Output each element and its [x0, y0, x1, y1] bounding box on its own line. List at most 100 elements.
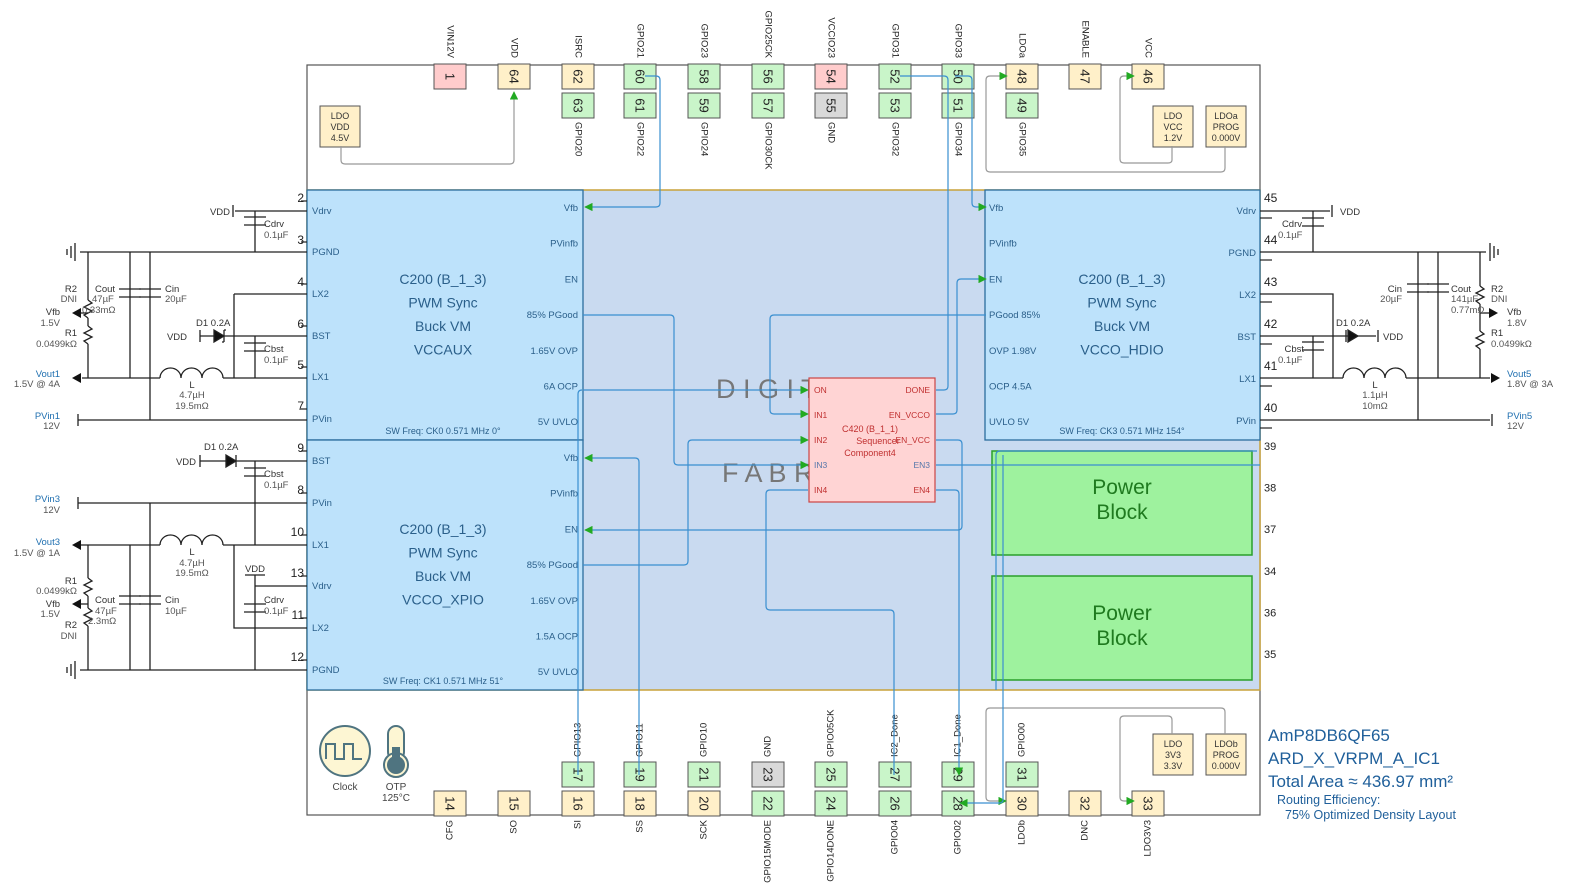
pin-label: GPIO32 — [890, 122, 901, 156]
pin-55[interactable]: 55 — [814, 92, 848, 119]
buck-title-line: Buck VM — [415, 568, 471, 584]
component-label: Cout — [95, 595, 115, 606]
sequencer-title-line: Sequencer — [856, 436, 900, 446]
buck-pin-label: 1.65V OVP — [530, 596, 578, 607]
pin-33[interactable]: 33 — [1131, 790, 1165, 817]
pin-56[interactable]: 56 — [751, 63, 785, 90]
component-label: 10mΩ — [1362, 401, 1388, 412]
pin-number: 4 — [297, 275, 304, 289]
pin-51[interactable]: 51 — [941, 92, 975, 119]
pin-number: 18 — [633, 796, 648, 810]
pin-19[interactable]: 19 — [623, 761, 657, 788]
pin-number: 13 — [291, 566, 305, 580]
pin-30[interactable]: 30 — [1005, 790, 1039, 817]
pin-label: DNC — [1080, 820, 1091, 841]
pin-25[interactable]: 25 — [814, 761, 848, 788]
otp-temperature: 125°C — [382, 793, 410, 804]
pin-63[interactable]: 63 — [561, 92, 595, 119]
buck-pin-label: PVinfb — [550, 489, 578, 500]
pin-32[interactable]: 32 — [1068, 790, 1102, 817]
pin-number: 24 — [824, 796, 839, 810]
component-label: D1 0.2A — [196, 318, 231, 329]
pin-27[interactable]: 27 — [878, 761, 912, 788]
pin-1[interactable]: 1 — [433, 63, 467, 90]
component-label: Cdrv — [1282, 219, 1302, 230]
buck-title-line: VCCAUX — [414, 342, 473, 358]
pin-14[interactable]: 14 — [433, 790, 467, 817]
pin-53[interactable]: 53 — [878, 92, 912, 119]
pin-21[interactable]: 21 — [687, 761, 721, 788]
buck-pin-label: LX2 — [1239, 290, 1256, 301]
component-label: 0.0499kΩ — [36, 586, 77, 597]
component-label: VDD — [1383, 332, 1403, 343]
pin-29[interactable]: 29 — [941, 761, 975, 788]
power-block-line: Power — [1092, 476, 1152, 499]
buck-pin-label: 5V UVLO — [538, 417, 578, 428]
pin-15[interactable]: 15 — [497, 790, 531, 817]
pin-59[interactable]: 59 — [687, 92, 721, 119]
pin-48[interactable]: 48 — [1005, 63, 1039, 90]
component-label: 47µF — [95, 606, 117, 617]
pin-46[interactable]: 46 — [1131, 63, 1165, 90]
pin-62[interactable]: 62 — [561, 63, 595, 90]
pin-57[interactable]: 57 — [751, 92, 785, 119]
component-label: DNI — [61, 294, 77, 305]
power-block-2[interactable]: Power Block — [991, 575, 1253, 681]
pin-label: LDOa — [1017, 33, 1028, 59]
pin-16[interactable]: 16 — [561, 790, 595, 817]
component-label: PVin3 — [35, 494, 60, 505]
pin-number: 21 — [697, 767, 712, 781]
buck-pin-label: 6A OCP — [544, 382, 578, 393]
sequencer-block[interactable]: C420 (B_1_1)SequencerComponent4ONIN1IN2I… — [808, 377, 936, 503]
pin-number: 43 — [1264, 275, 1278, 289]
pin-54[interactable]: 54 — [814, 63, 848, 90]
buck-pin-label: Vdrv — [1236, 206, 1256, 217]
pin-number: 3 — [297, 233, 304, 247]
pin-49[interactable]: 49 — [1005, 92, 1039, 119]
pin-label: CFG — [445, 820, 456, 840]
sequencer-input: IN2 — [814, 435, 828, 445]
pin-label: LDO3V3 — [1143, 820, 1154, 856]
pin-22[interactable]: 22 — [751, 790, 785, 817]
pin-26[interactable]: 26 — [878, 790, 912, 817]
buck-pin-label: 85% PGood — [527, 560, 578, 571]
pin-23[interactable]: 23 — [751, 761, 785, 788]
pin-47[interactable]: 47 — [1068, 63, 1102, 90]
pin-label: GPIO23 — [699, 24, 710, 58]
component-label: 0.1µF — [264, 606, 289, 617]
pin-24[interactable]: 24 — [814, 790, 848, 817]
ldo-box-line: LDOa — [1214, 111, 1238, 121]
buck-pin-label: EN — [989, 274, 1002, 285]
pin-64[interactable]: 64 — [497, 63, 531, 90]
clock-label: Clock — [332, 782, 358, 793]
pin-20[interactable]: 20 — [687, 790, 721, 817]
pin-number: 62 — [571, 69, 586, 83]
buck-title-line: Buck VM — [1094, 318, 1150, 334]
pin-number: 12 — [291, 650, 305, 664]
power-block-1[interactable]: Power Block — [991, 450, 1253, 556]
component-label: 20µF — [1380, 294, 1402, 305]
sequencer-input: ON — [814, 385, 827, 395]
component-label: VDD — [1340, 207, 1360, 218]
ldo-box-line: PROG — [1213, 122, 1240, 132]
pin-18[interactable]: 18 — [623, 790, 657, 817]
component-label: Cout — [95, 284, 115, 295]
pin-label: GPIO24 — [699, 122, 710, 156]
component-label: Cin — [1388, 284, 1402, 295]
pin-61[interactable]: 61 — [623, 92, 657, 119]
pin-58[interactable]: 58 — [687, 63, 721, 90]
pin-number: 6 — [297, 317, 304, 331]
pin-number: 64 — [507, 69, 522, 83]
pin-number: 19 — [633, 767, 648, 781]
pin-label: GPIO14DONE — [826, 820, 837, 882]
pin-31[interactable]: 31 — [1005, 761, 1039, 788]
